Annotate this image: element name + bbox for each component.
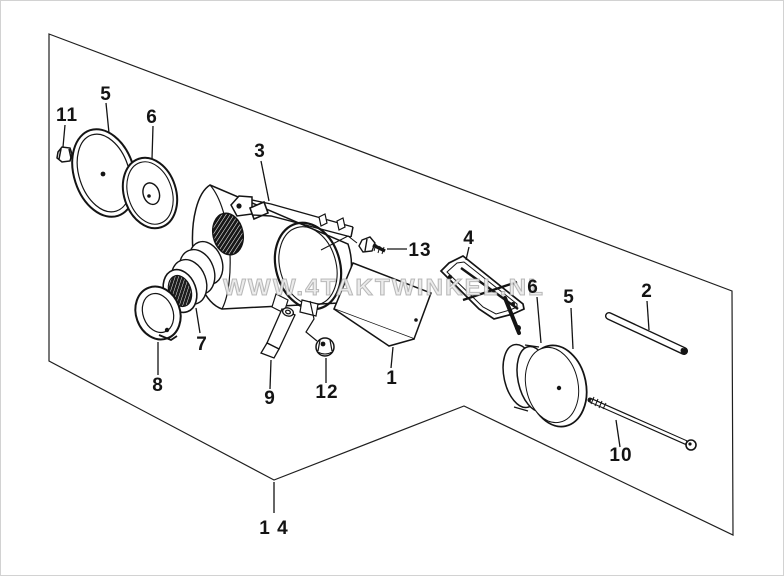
part-13-bolt-drawing — [358, 236, 386, 255]
part-8-gasket-drawing — [134, 285, 182, 342]
case-inlet-hole — [211, 212, 245, 256]
part-label-13: 13 — [408, 240, 431, 261]
part-label-7: 7 — [196, 334, 208, 355]
part-label-5-right: 5 — [563, 287, 575, 308]
part-label-3: 3 — [254, 141, 266, 162]
part-12-nut-drawing — [315, 337, 335, 357]
wire-to-nut — [305, 300, 318, 342]
part-4-bracket-drawing — [439, 254, 525, 335]
part-2-rod-drawing — [605, 312, 688, 355]
part-label-14: 1 4 — [259, 518, 288, 539]
part-5-right-cover-drawing — [524, 344, 588, 428]
part-label-2: 2 — [641, 281, 653, 302]
part-label-4: 4 — [463, 228, 475, 249]
part-label-6-left: 6 — [146, 107, 158, 128]
watermark-text: WWW.4TAKTWINKEL.NL — [223, 274, 545, 300]
part-label-11: 11 — [56, 105, 78, 126]
part-label-12: 12 — [315, 382, 338, 403]
part-10-long-bolt-drawing — [587, 396, 697, 451]
part-label-1: 1 — [386, 368, 398, 389]
part-label-8: 8 — [152, 375, 164, 396]
part-label-9: 9 — [264, 388, 276, 409]
part-11-nut-drawing — [56, 146, 73, 163]
leader-lines — [62, 102, 650, 513]
diagram-frame — [48, 33, 734, 536]
part-6-left-disc-drawing — [121, 156, 179, 230]
part-7-filter-element-drawing — [162, 240, 224, 314]
part-label-6-right: 6 — [527, 277, 539, 298]
part-label-5-left: 5 — [100, 84, 112, 105]
part-3-case-drawing — [191, 184, 358, 342]
part-label-10: 10 — [609, 445, 632, 466]
part-9-strap-drawing — [260, 307, 296, 359]
part-1-element-box-drawing — [333, 262, 432, 347]
